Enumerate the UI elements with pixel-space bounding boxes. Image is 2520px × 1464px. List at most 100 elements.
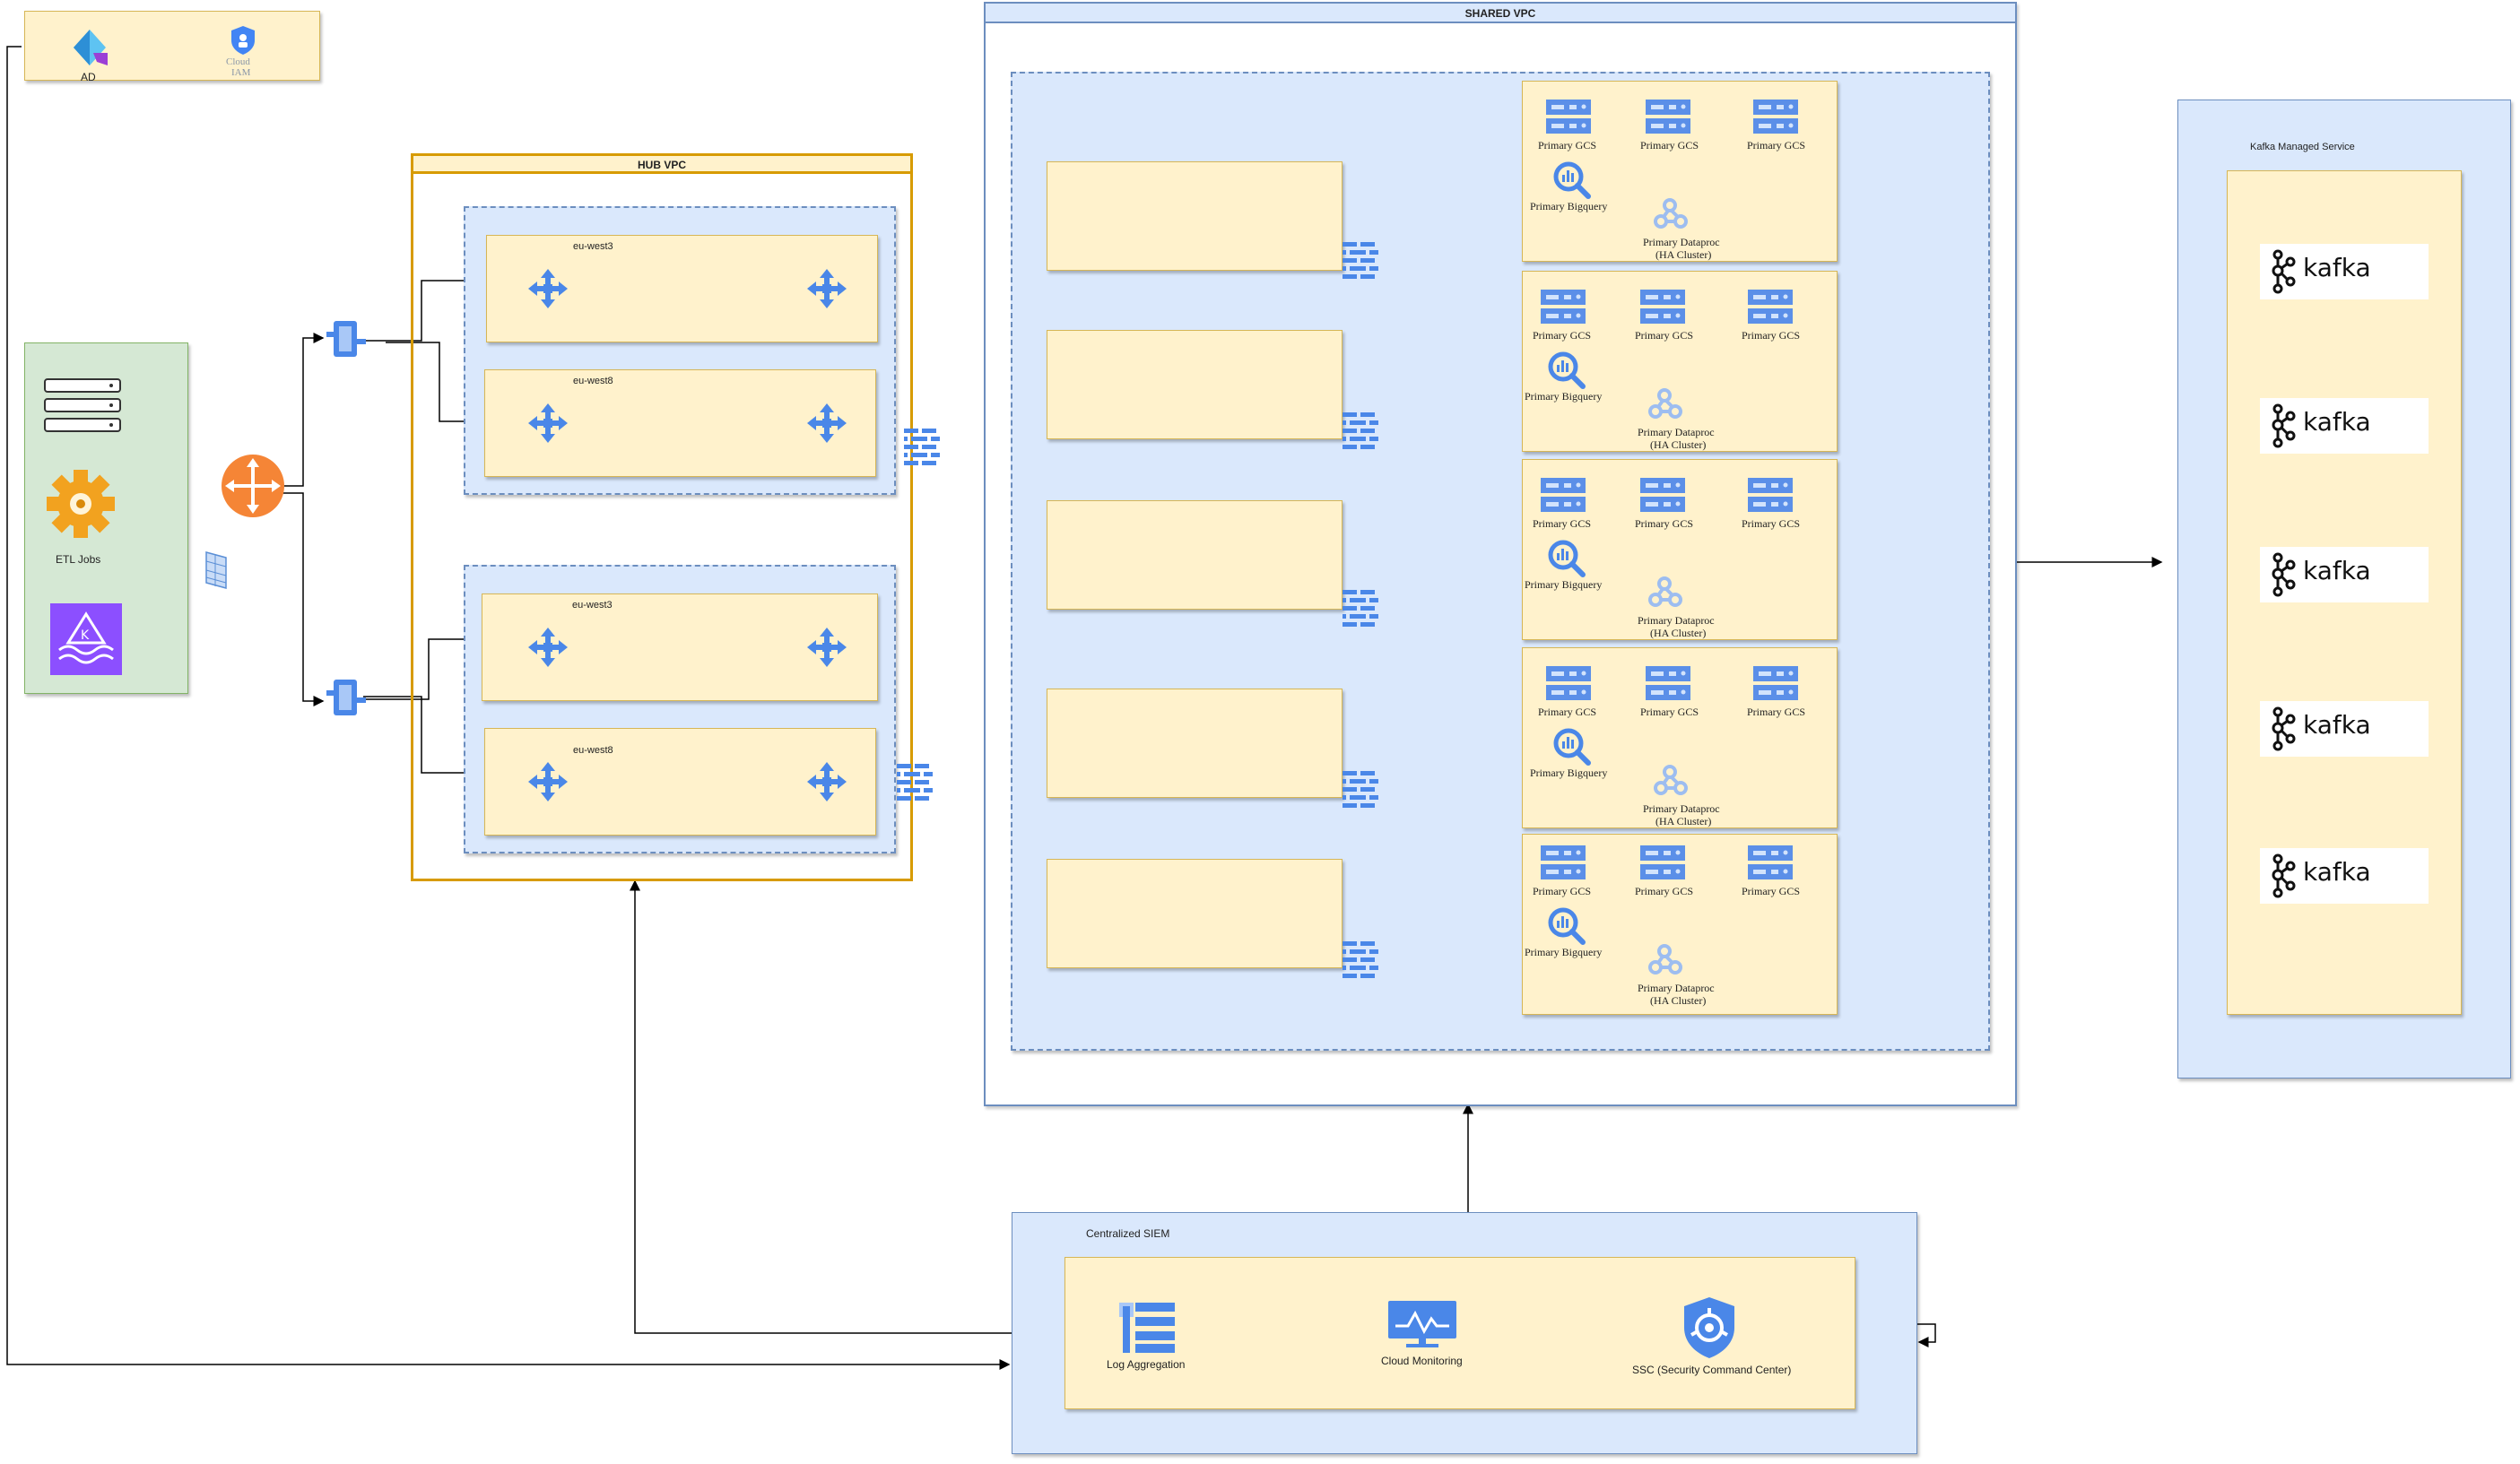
dataproc-label: Primary Dataproc [1638, 426, 1715, 438]
subnet-box [1047, 859, 1343, 968]
data-project-box: Primary GCS Primary GCS Primary GCS Prim… [1522, 834, 1838, 1015]
etl-jobs-label: ETL Jobs [56, 553, 101, 566]
firewall-icon [1343, 771, 1378, 808]
kafka-broker: kafka [2260, 547, 2429, 602]
kafka-logo-icon [2272, 706, 2296, 751]
kafka-wordmark: kafka [2303, 556, 2371, 585]
dataproc-icon [1654, 765, 1688, 795]
gcs-label: Primary GCS [1742, 885, 1801, 897]
etl-gear-icon [47, 470, 115, 538]
gcs-label: Primary GCS [1640, 139, 1699, 152]
gcs-icon [1753, 100, 1798, 134]
gcs-label: Primary GCS [1533, 329, 1592, 342]
ha-cluster-label: (HA Cluster) [1655, 815, 1712, 827]
gcs-label: Primary GCS [1533, 517, 1592, 530]
svg-text:K: K [81, 628, 90, 643]
gcs-label: Primary GCS [1742, 517, 1801, 530]
vpn-gateway-icon [528, 403, 568, 443]
siem-tools: Log Aggregation Cloud Monitoring SSC (Se… [1064, 1257, 1855, 1409]
bigquery-icon [1547, 539, 1586, 578]
kafka-broker: kafka [2260, 848, 2429, 904]
vpn-gateway-icon [807, 762, 847, 801]
vpn-gateway-icon [807, 628, 847, 667]
subnet-box [1047, 161, 1343, 271]
vpn-gateway-icon [528, 628, 568, 667]
dataproc-label: Primary Dataproc [1638, 982, 1715, 994]
gcs-label: Primary GCS [1538, 706, 1597, 718]
siem-title: Centralized SIEM [1086, 1227, 1170, 1240]
gcs-icon [1646, 666, 1690, 700]
identity-box: AD Cloud IAM [24, 11, 320, 83]
firewall-icon [1343, 242, 1378, 279]
iam-label: IAM [231, 67, 251, 78]
cloud-iam-icon [231, 26, 255, 55]
dataproc-icon [1654, 198, 1688, 229]
region-label: eu-west8 [573, 745, 613, 756]
ha-cluster-label: (HA Cluster) [1655, 248, 1712, 261]
router-icon [222, 455, 284, 517]
firewall-icon [897, 764, 933, 801]
log-aggregation-label: Log Aggregation [1107, 1358, 1186, 1371]
gcs-label: Primary GCS [1635, 329, 1694, 342]
kafka-logo-icon [2272, 853, 2296, 898]
bigquery-icon [1552, 727, 1592, 767]
ha-cluster-label: (HA Cluster) [1650, 627, 1707, 639]
firewall-icon [904, 429, 940, 465]
ad-label: AD [81, 71, 96, 83]
shared-vpc-title: SHARED VPC [1464, 7, 1536, 20]
log-aggregation-icon [1119, 1303, 1175, 1353]
on-prem-box: ETL Jobs K [24, 342, 188, 694]
gcs-icon [1541, 845, 1586, 879]
ssc-label: SSC (Security Command Center) [1632, 1364, 1792, 1376]
bigquery-label: Primary Bigquery [1530, 200, 1608, 212]
kafka-logo-icon [2272, 403, 2296, 448]
server-stack-icon [44, 378, 121, 432]
vpn-gateway-icon [807, 403, 847, 443]
bigquery-label: Primary Bigquery [1525, 946, 1603, 958]
region-label: eu-west3 [572, 600, 613, 611]
gcs-label: Primary GCS [1635, 885, 1694, 897]
cloud-monitoring-label: Cloud Monitoring [1381, 1355, 1463, 1367]
kafka-logo-icon [2272, 552, 2296, 597]
kafka-broker: kafka [2260, 398, 2429, 454]
firewall-icon [205, 551, 227, 589]
gcs-icon [1753, 666, 1798, 700]
hub-vpc-title: HUB VPC [637, 159, 686, 171]
shared-vpc-header: SHARED VPC [986, 4, 2015, 23]
gcs-label: Primary GCS [1640, 706, 1699, 718]
firewall-icon [1343, 941, 1378, 978]
gcs-icon [1640, 478, 1685, 512]
dataproc-icon [1648, 944, 1682, 975]
hub-vpc: HUB VPC [411, 153, 913, 881]
data-project-box: Primary GCS Primary GCS Primary GCS Prim… [1522, 459, 1838, 640]
dataproc-icon [1648, 576, 1682, 607]
gcs-icon [1748, 290, 1793, 324]
kafka-wordmark: kafka [2303, 253, 2371, 282]
gcs-icon [1541, 290, 1586, 324]
subnet-box [1047, 689, 1343, 798]
data-project-box: Primary GCS Primary GCS Primary GCS Prim… [1522, 81, 1838, 262]
gcs-icon [1546, 100, 1591, 134]
dataproc-label: Primary Dataproc [1643, 236, 1720, 248]
vpn-gateway-icon [528, 762, 568, 801]
attachment-icon-bottom [326, 680, 366, 715]
gcs-label: Primary GCS [1533, 885, 1592, 897]
data-project-box: Primary GCS Primary GCS Primary GCS Prim… [1522, 647, 1838, 828]
kafka-broker: kafka [2260, 701, 2429, 757]
dataproc-icon [1648, 388, 1682, 419]
active-directory-icon [74, 30, 108, 65]
bigquery-label: Primary Bigquery [1530, 767, 1608, 779]
ha-cluster-label: (HA Cluster) [1650, 994, 1707, 1007]
kafka-broker: kafka [2260, 244, 2429, 299]
gcs-icon [1640, 845, 1685, 879]
dataproc-label: Primary Dataproc [1638, 614, 1715, 627]
gcs-icon [1748, 845, 1793, 879]
gcs-label: Primary GCS [1747, 706, 1806, 718]
hub-vpc-header: HUB VPC [413, 156, 910, 174]
gcs-icon [1748, 478, 1793, 512]
security-command-center-icon [1684, 1297, 1734, 1358]
gcs-label: Primary GCS [1747, 139, 1806, 152]
gcs-icon [1640, 290, 1685, 324]
subnet-box [1047, 330, 1343, 439]
